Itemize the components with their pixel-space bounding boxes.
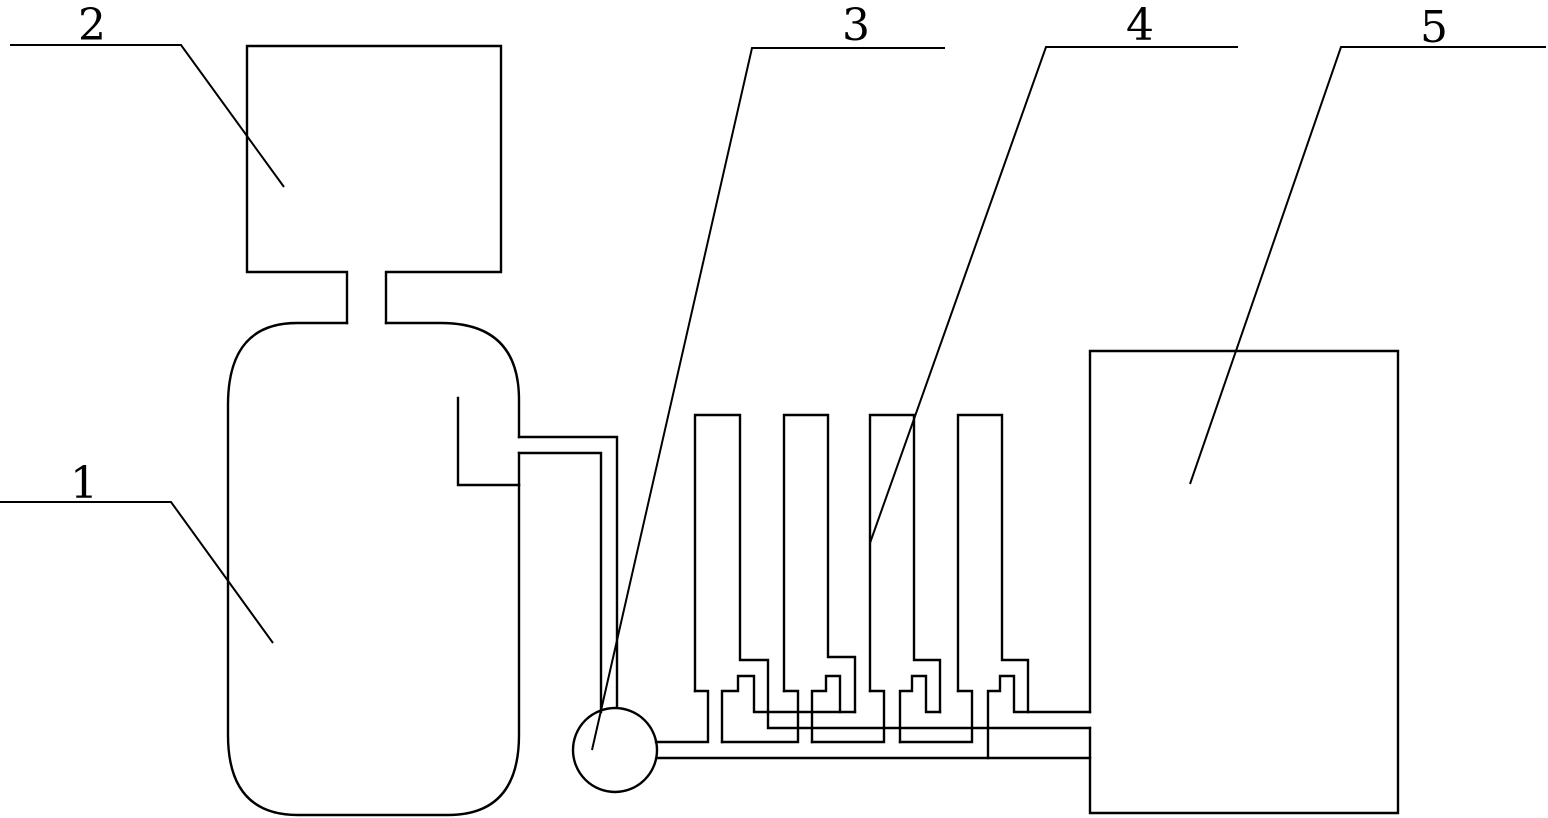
component-2-top-box (245, 44, 503, 325)
manifold-detail-1b (720, 689, 800, 744)
component-1-vessel-right-upper (384, 321, 521, 439)
leader-line-4 (869, 46, 1238, 544)
leader-line-2 (10, 44, 285, 188)
label-5: 5 (1420, 2, 1448, 53)
manifold-detail-4 (986, 674, 1030, 760)
pump-upper-outlet (654, 689, 710, 744)
pipe-inner (517, 451, 603, 714)
manifold-detail-3b (898, 689, 974, 744)
label-1: 1 (70, 458, 98, 509)
leader-line-3 (591, 47, 945, 751)
manifold-detail-3 (898, 674, 942, 744)
vessel-internal-tube (456, 396, 521, 487)
component-4-column-2 (782, 413, 857, 714)
manifold-detail-1 (720, 674, 857, 744)
component-1-vessel (226, 321, 521, 817)
label-2: 2 (78, 0, 106, 51)
label-4: 4 (1126, 0, 1154, 51)
component-5-box (1088, 349, 1400, 815)
component-4-column-3 (868, 413, 942, 714)
component-4-column-4 (956, 413, 1092, 714)
manifold-detail-2b (810, 689, 886, 744)
leader-line-1 (0, 501, 274, 644)
component-3-pump (571, 706, 659, 794)
component-4-column-1 (693, 413, 1092, 730)
label-3: 3 (842, 0, 870, 51)
pipe-outer (517, 435, 619, 709)
leader-line-5 (1189, 46, 1546, 485)
manifold-detail-2 (810, 674, 842, 744)
